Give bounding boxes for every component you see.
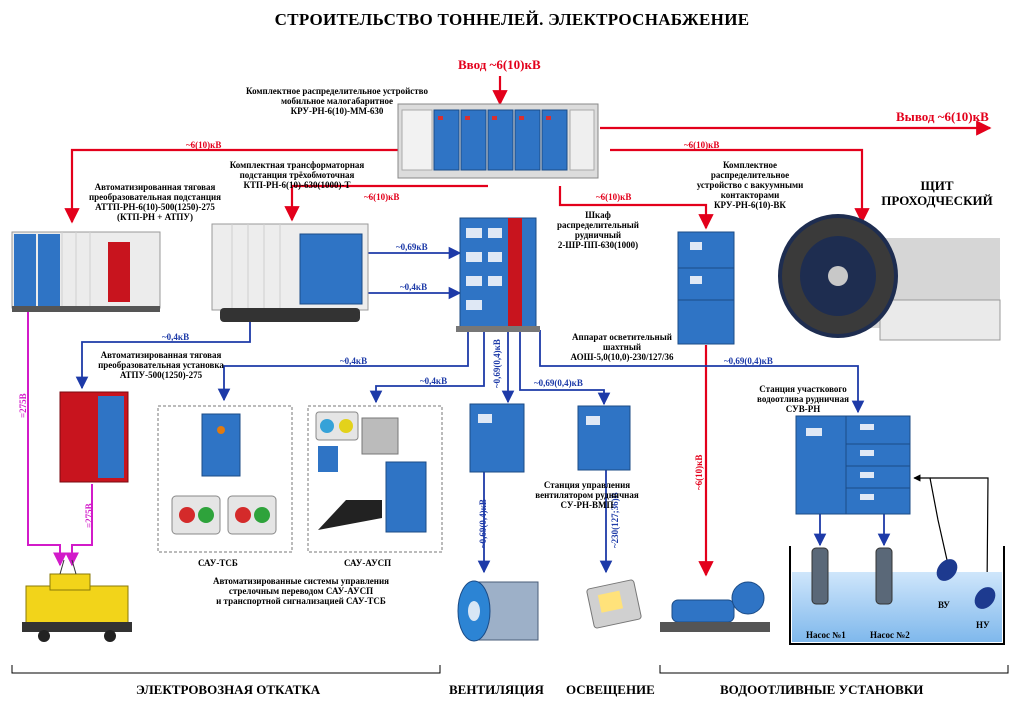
pump [660, 581, 770, 632]
dc-atpu-to-loco [65, 484, 93, 567]
cabinet-device [456, 217, 540, 332]
ktp-to-atpu [75, 318, 251, 390]
page-title: СТРОИТЕЛЬСТВО ТОННЕЛЕЙ. ЭЛЕКТРОСНАБЖЕНИЕ [274, 10, 750, 29]
cab-to-aosh [519, 330, 611, 406]
output-label: Вывод ~6(10)кВ [896, 109, 989, 124]
dc-lines [27, 310, 93, 567]
section-lighting: ОСВЕЩЕНИЕ [566, 682, 655, 697]
hv-to-attp [64, 148, 405, 224]
voltage-069-aosh: ~0,69(0,4)кВ [534, 378, 583, 388]
sau-tsb-group [157, 405, 293, 553]
voltage-hv-right: ~6(10)кВ [684, 140, 720, 150]
pump2-label: Насос №2 [870, 630, 910, 640]
pump1-label: Насос №1 [806, 630, 846, 640]
vmp-device [469, 403, 525, 473]
sau-ausp-label: САУ-АУСП [344, 558, 392, 568]
cab-to-tsb [217, 330, 469, 402]
section-drainage: ВОДООТЛИВНЫЕ УСТАНОВКИ [720, 682, 924, 697]
voltage-069-ktp: ~0,69кВ [396, 242, 428, 252]
kru-mm-device [397, 103, 599, 179]
input-label: Ввод ~6(10)кВ [458, 57, 541, 72]
cab-to-suv [539, 330, 865, 414]
voltage-dc-right: =275В [84, 503, 94, 528]
voltage-04-ktp: ~0,4кВ [400, 282, 428, 292]
sau-tsb-label: САУ-ТСБ [198, 558, 238, 568]
voltage-04-ausp: ~0,4кВ [420, 376, 448, 386]
dc-attp-to-loco [27, 310, 67, 567]
locomotive [22, 559, 132, 642]
sau-ausp-group [307, 405, 443, 553]
voltage-04-atpu: ~0,4кВ [162, 332, 190, 342]
section-ventilation: ВЕНТИЛЯЦИЯ [449, 682, 544, 697]
sensor-wires [913, 474, 989, 591]
atpu-device [59, 391, 129, 483]
voltage-hv-vk: ~6(10)кВ [596, 192, 632, 202]
ktp-device [211, 223, 369, 322]
voltage-hv-pump: ~6(10)кВ [694, 454, 704, 490]
aosh-device [577, 405, 631, 471]
hv-lines [64, 76, 992, 577]
lv-lines [75, 246, 891, 574]
hv-to-vk [558, 186, 714, 230]
cab-to-ausp [369, 330, 485, 404]
nu-label: НУ [976, 620, 990, 630]
floodlight [586, 579, 642, 629]
suv-device [795, 415, 911, 515]
hv-to-ktp [284, 184, 488, 222]
voltage-069-fan: ~0,69(0,4)кВ [478, 499, 488, 548]
voltage-069-suv: ~0,69(0,4)кВ [724, 356, 773, 366]
section-brackets [11, 665, 1009, 674]
drainage-tank [789, 546, 1005, 645]
kru-vk-device [677, 231, 735, 345]
hv-to-shield [610, 148, 870, 224]
voltage-hv-ktp: ~6(10)кВ [364, 192, 400, 202]
fan [457, 580, 539, 642]
voltage-04-tsb: ~0,4кВ [340, 356, 368, 366]
kru-mm-label: Комплектное распределительное устройство… [246, 86, 428, 116]
voltage-069-vmp: ~0,69(0,4)кВ [492, 339, 502, 388]
voltage-dc-left: =275В [18, 393, 28, 418]
shield-machine [778, 214, 1001, 341]
vu-label: ВУ [938, 600, 950, 610]
attp-device [11, 231, 161, 312]
section-haulage: ЭЛЕКТРОВОЗНАЯ ОТКАТКА [136, 682, 321, 697]
voltage-hv-left: ~6(10)кВ [186, 140, 222, 150]
